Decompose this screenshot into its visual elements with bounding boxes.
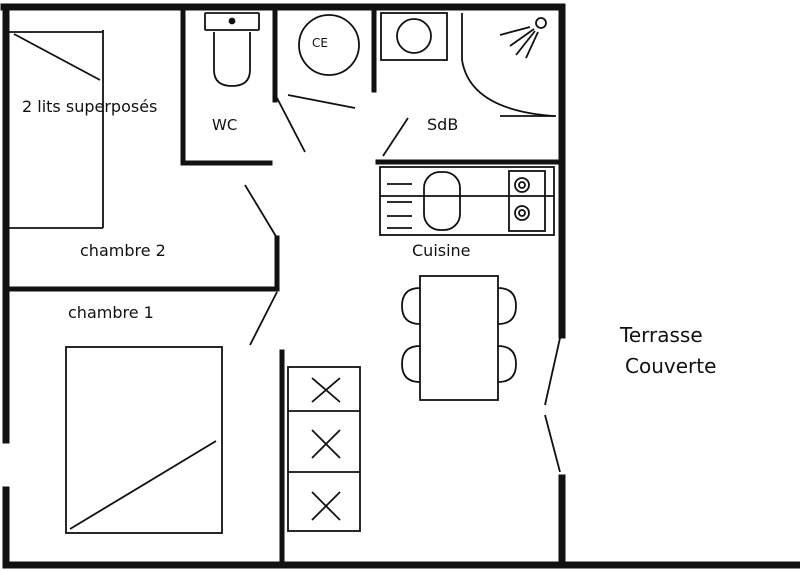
double-bed-frame bbox=[65, 346, 223, 534]
exterior-walls bbox=[0, 3, 800, 569]
chair-left-top bbox=[401, 287, 421, 325]
label-wc: WC bbox=[212, 116, 237, 134]
shower-head-icon bbox=[535, 17, 547, 29]
wardrobe-frame bbox=[287, 366, 361, 532]
interior-walls bbox=[3, 4, 565, 568]
shower-spray-4 bbox=[499, 26, 531, 36]
door-sdb bbox=[382, 117, 409, 157]
door-wc bbox=[276, 97, 306, 153]
bunk-beds bbox=[9, 30, 104, 229]
chair-right-bottom bbox=[497, 345, 517, 383]
kitchen-sink bbox=[423, 171, 461, 231]
door-ce bbox=[287, 94, 356, 109]
toilet-bowl bbox=[213, 32, 251, 87]
kitchen-counter bbox=[379, 166, 555, 236]
shower-spray-3 bbox=[525, 31, 539, 59]
bathroom-fixtures bbox=[380, 12, 556, 117]
wardrobe-x1-b bbox=[311, 377, 341, 403]
door-chambre2 bbox=[244, 184, 278, 239]
burner-bottom-icon bbox=[514, 205, 530, 221]
burner-top-inner-icon bbox=[518, 181, 526, 189]
kitchen-worktop bbox=[379, 166, 555, 236]
label-ce: CE bbox=[312, 36, 328, 50]
chair-left-bottom bbox=[401, 345, 421, 383]
double-bed bbox=[65, 346, 223, 534]
door-chambre1 bbox=[249, 291, 278, 346]
dining-table bbox=[419, 275, 499, 401]
burner-bottom-inner-icon bbox=[518, 209, 526, 217]
toilet-flush-button bbox=[228, 17, 236, 25]
shower-spray-2 bbox=[515, 30, 536, 56]
doors bbox=[244, 94, 561, 473]
burner-top-icon bbox=[514, 177, 530, 193]
double-bed-diagonal bbox=[69, 440, 217, 530]
washbasin-counter bbox=[380, 12, 448, 61]
label-bunk-beds: 2 lits superposés bbox=[22, 97, 157, 116]
washbasin-bowl bbox=[396, 18, 432, 54]
toilet-tank bbox=[204, 12, 260, 31]
chair-right-top bbox=[497, 287, 517, 325]
label-chambre-1: chambre 1 bbox=[68, 303, 154, 322]
wardrobe-x3-b bbox=[311, 491, 341, 521]
bunk-bed-diagonal bbox=[13, 33, 101, 81]
dining-set bbox=[401, 275, 517, 401]
toilet bbox=[204, 12, 260, 87]
door-terrasse-bottom bbox=[544, 414, 561, 473]
shower-spray-1 bbox=[509, 28, 535, 47]
label-chambre-2: chambre 2 bbox=[80, 241, 166, 260]
cooktop bbox=[508, 170, 546, 232]
label-sdb: SdB bbox=[427, 115, 458, 134]
water-heater-icon bbox=[298, 14, 360, 76]
wardrobe bbox=[287, 366, 361, 532]
wardrobe-x2-b bbox=[311, 429, 341, 459]
label-couverte: Couverte bbox=[625, 354, 716, 378]
door-terrasse-top bbox=[544, 337, 561, 406]
shower-curved-screen bbox=[461, 59, 555, 117]
label-cuisine: Cuisine bbox=[412, 241, 471, 260]
label-terrasse: Terrasse bbox=[619, 323, 703, 347]
